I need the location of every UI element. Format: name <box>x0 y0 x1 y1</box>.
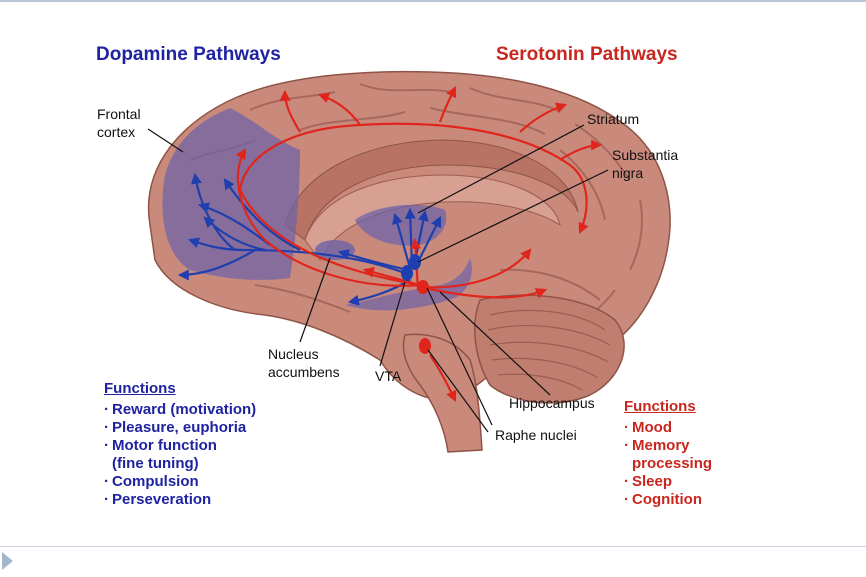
cerebellum <box>474 294 625 404</box>
label-substantia-nigra: Substantia nigra <box>612 146 678 182</box>
dopamine-function-item: Compulsion <box>104 473 256 491</box>
label-nucleus-accumbens-line1: Nucleus <box>268 346 319 362</box>
label-frontal-cortex-line1: Frontal <box>97 106 141 122</box>
label-substantia-nigra-line2: nigra <box>612 165 644 181</box>
label-nucleus-accumbens-line2: accumbens <box>268 364 340 380</box>
label-frontal-cortex: Frontal cortex <box>97 105 141 141</box>
dopamine-functions-list: Functions Reward (motivation) Pleasure, … <box>104 380 256 509</box>
label-nucleus-accumbens: Nucleus accumbens <box>268 345 340 381</box>
label-striatum: Striatum <box>587 111 640 127</box>
top-rule <box>0 0 866 2</box>
serotonin-title: Serotonin Pathways <box>496 44 678 65</box>
serotonin-function-item: Memory <box>624 437 712 455</box>
dopamine-function-item: Perseveration <box>104 491 256 509</box>
serotonin-function-item: Mood <box>624 419 712 437</box>
bottom-rule <box>0 546 866 547</box>
vta-dot <box>401 265 413 281</box>
serotonin-function-item: processing <box>632 455 713 472</box>
label-substantia-nigra-line1: Substantia <box>612 147 679 163</box>
label-vta: VTA <box>375 368 402 384</box>
serotonin-source-dot <box>417 280 429 294</box>
substantia-nigra-dot <box>409 254 421 270</box>
label-raphe-nuclei: Raphe nuclei <box>495 427 577 443</box>
dopamine-title: Dopamine Pathways <box>96 44 281 65</box>
label-hippocampus: Hippocampus <box>509 395 595 411</box>
dopamine-function-item: (fine tuning) <box>112 455 199 472</box>
dopamine-function-item: Pleasure, euphoria <box>104 419 256 437</box>
slide-nav-arrow-icon[interactable] <box>2 552 13 570</box>
leader-lines <box>147 124 609 433</box>
serotonin-functions-list: Functions Mood Memory processing Sleep C… <box>624 398 712 509</box>
dopamine-function-item: Reward (motivation) <box>104 401 256 419</box>
serotonin-function-item: Sleep <box>624 473 712 491</box>
hippocampus-region <box>345 258 472 311</box>
dopamine-function-item: Motor function <box>104 437 256 455</box>
serotonin-function-item: Cognition <box>624 491 712 509</box>
corpus-callosum <box>284 139 579 241</box>
cerebellum-folia <box>487 309 611 391</box>
label-frontal-cortex-line2: cortex <box>97 124 136 140</box>
dopamine-functions-heading: Functions <box>104 380 176 397</box>
serotonin-functions-heading: Functions <box>624 398 696 415</box>
